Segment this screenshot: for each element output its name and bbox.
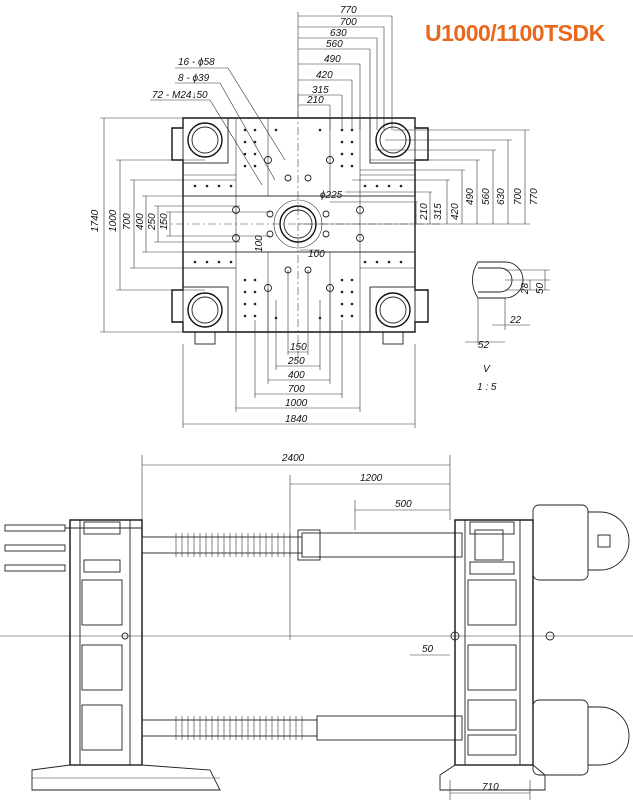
dim-150-left: 150 [159, 213, 170, 230]
top-dimension-labels: 770 700 630 560 490 420 315 210 16 - ϕ58… [90, 5, 540, 425]
dim-210-top: 210 [306, 95, 324, 106]
dim-420-top: 420 [316, 70, 333, 81]
detail-label: V [483, 364, 491, 375]
dim-150-bottom: 150 [290, 342, 307, 353]
dim-770-top: 770 [340, 5, 357, 16]
dim-490-right: 490 [465, 188, 476, 205]
callout-8-39: 8 - ϕ39 [178, 73, 210, 84]
dim-500: 500 [395, 499, 412, 510]
dim-490-top: 490 [324, 54, 341, 65]
dim-400-bottom: 400 [288, 370, 305, 381]
dim-700-top: 700 [340, 17, 357, 28]
detail-v: 28 50 22 52 V 1 : 5 [465, 261, 550, 393]
callout-72-m24: 72 - M24↓50 [152, 90, 208, 101]
detail-dim-50: 50 [535, 282, 546, 294]
dim-210-right: 210 [419, 203, 430, 221]
dim-710: 710 [482, 782, 499, 793]
dim-center-hole: ϕ225 [320, 190, 343, 201]
detail-scale: 1 : 5 [477, 382, 497, 393]
dim-1000-bottom: 1000 [285, 398, 308, 409]
detail-dim-22: 22 [509, 315, 522, 326]
dim-770-right: 770 [529, 188, 540, 205]
machine-side-view [0, 455, 633, 800]
detail-dim-52: 52 [478, 340, 490, 351]
dim-700-right: 700 [513, 188, 524, 205]
model-title: U1000/1100TSDK [425, 20, 605, 46]
dim-700-bottom: 700 [288, 384, 305, 395]
dim-315-right: 315 [433, 203, 444, 220]
dim-630-right: 630 [496, 188, 507, 205]
dim-50: 50 [422, 644, 434, 655]
dim-630-top: 630 [330, 28, 347, 39]
dim-1000-left: 1000 [108, 209, 119, 232]
dim-1200: 1200 [360, 473, 383, 484]
dim-1740-left: 1740 [90, 209, 101, 232]
dim-420-right: 420 [450, 203, 461, 220]
dim-560-right: 560 [481, 188, 492, 205]
dim-2400: 2400 [281, 453, 305, 464]
dim-560-top: 560 [326, 39, 343, 50]
dim-center-offset: 100 [308, 249, 325, 260]
dim-250-bottom: 250 [287, 356, 305, 367]
dim-700-left: 700 [122, 213, 133, 230]
side-dimension-labels: 2400 1200 500 50 710 [281, 453, 499, 793]
dim-250-left: 250 [147, 213, 158, 231]
dim-100-small: 100 [254, 235, 265, 252]
detail-dim-28: 28 [520, 282, 531, 295]
dim-1840-bottom: 1840 [285, 414, 308, 425]
dim-400-left: 400 [135, 213, 146, 230]
platen-front-view [100, 12, 530, 428]
callout-16-58: 16 - ϕ58 [178, 57, 215, 68]
dim-315-top: 315 [312, 85, 329, 96]
